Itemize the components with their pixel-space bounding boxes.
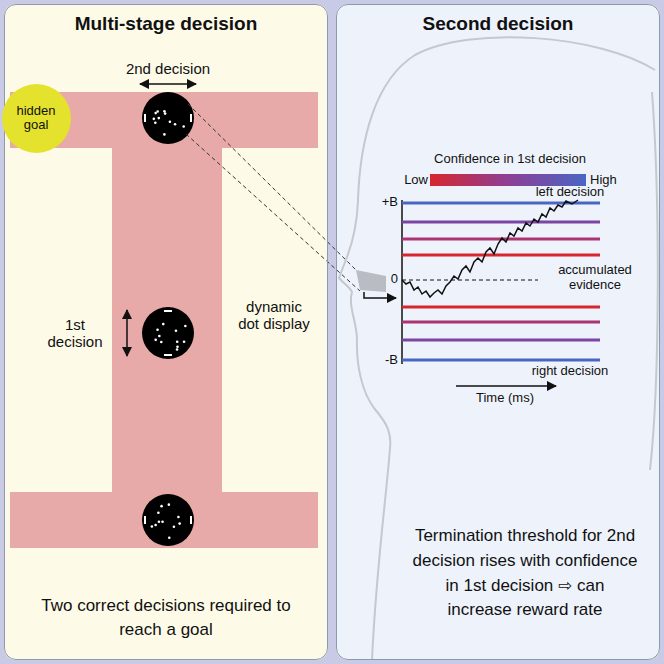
threshold-line <box>402 339 600 342</box>
axis-tick: +B <box>372 195 398 210</box>
label-holder: right decision <box>515 364 625 379</box>
motion-dot <box>168 503 171 506</box>
sight-line <box>186 134 360 291</box>
axis-label: accumulated evidence <box>545 263 645 293</box>
label-holder: 0 <box>372 272 398 287</box>
panel-caption: Termination threshold for 2nd decision r… <box>413 524 638 623</box>
axis-tick: -B <box>372 353 398 368</box>
right-panel: Second decisionTermination threshold for… <box>336 4 660 660</box>
label-holder: 2nd decision <box>108 60 228 77</box>
colorbar-end: Low <box>396 173 428 188</box>
threshold-line <box>402 321 600 324</box>
panel-caption: Two correct decisions required to reach … <box>35 594 297 643</box>
head-outline <box>650 92 658 470</box>
label-holder: left decision <box>520 185 620 200</box>
label-holder: Low <box>396 173 428 188</box>
motion-dot <box>174 123 177 126</box>
time-arrow <box>456 385 556 387</box>
hidden-goal-circle: hidden goal <box>2 84 71 153</box>
threshold-line <box>402 359 600 362</box>
motion-dot <box>151 525 154 528</box>
motion-dot <box>176 340 179 343</box>
threshold-line <box>402 254 600 257</box>
target-mark <box>190 516 192 524</box>
motion-dot <box>154 339 157 342</box>
label-holder: accumulated evidence <box>545 263 645 293</box>
motion-dot <box>176 345 179 348</box>
motion-dot <box>154 121 157 124</box>
target-mark <box>144 516 146 524</box>
target-mark <box>144 114 146 122</box>
motion-dot <box>157 511 160 514</box>
label-holder: dynamic dot display <box>238 298 310 333</box>
motion-dot <box>178 522 181 525</box>
goal-label: hidden goal <box>12 104 60 133</box>
motion-dot <box>182 125 185 128</box>
input-arrow <box>364 292 396 298</box>
dot-display <box>142 307 194 359</box>
axis-label: Time (ms) <box>460 391 550 406</box>
target-mark <box>190 114 192 122</box>
motion-dot <box>168 537 171 540</box>
motion-dot <box>154 112 157 115</box>
motion-dot <box>160 341 163 344</box>
display-label: dynamic dot display <box>238 298 310 333</box>
head-outline <box>339 37 655 660</box>
bound-label: right decision <box>515 364 625 379</box>
motion-dot <box>164 112 167 115</box>
motion-dot <box>183 340 186 343</box>
label-holder: -B <box>372 353 398 368</box>
label-holder: Time (ms) <box>460 391 550 406</box>
maze-shape <box>10 92 318 548</box>
axis-tick: 0 <box>372 272 398 287</box>
label-holder: Confidence in 1st decision <box>410 152 610 167</box>
decision-label: 2nd decision <box>108 60 228 77</box>
motion-dot <box>184 325 187 328</box>
motion-dot <box>152 118 155 121</box>
motion-dot <box>158 335 161 338</box>
motion-dot <box>175 329 178 332</box>
right-panel-fill <box>336 4 660 660</box>
zero-line <box>402 280 538 281</box>
label-holder: +B <box>372 195 398 210</box>
bound-label: left decision <box>520 185 620 200</box>
sight-line <box>188 104 356 270</box>
threshold-line <box>402 221 600 224</box>
panel-title: Second decision <box>423 13 574 35</box>
motion-dot <box>154 524 157 527</box>
dot-display <box>142 92 194 144</box>
dot-displays <box>142 92 194 546</box>
motion-dot <box>158 520 161 523</box>
motion-dot <box>157 117 160 120</box>
motion-dot <box>156 329 159 332</box>
motion-dot <box>173 525 176 528</box>
motion-dot <box>160 505 163 508</box>
threshold-line <box>402 306 600 309</box>
motion-dot <box>176 348 179 351</box>
decision-label: 1st decision <box>40 316 110 351</box>
colorbar-title: Confidence in 1st decision <box>410 152 610 167</box>
dot-display <box>142 494 194 546</box>
target-mark <box>164 310 172 312</box>
evidence-trace <box>402 200 578 297</box>
panel-title: Multi-stage decision <box>75 13 258 35</box>
target-mark <box>164 354 172 356</box>
motion-dot <box>169 121 172 124</box>
motion-dot <box>161 520 164 523</box>
motion-dot <box>162 323 165 326</box>
label-holder: 1st decision <box>40 316 110 351</box>
direction-arrow <box>126 310 128 356</box>
eye-wedge <box>356 270 386 292</box>
motion-dot <box>163 110 166 113</box>
direction-arrow <box>140 83 196 85</box>
motion-dot <box>177 516 180 519</box>
motion-dot <box>163 133 166 136</box>
